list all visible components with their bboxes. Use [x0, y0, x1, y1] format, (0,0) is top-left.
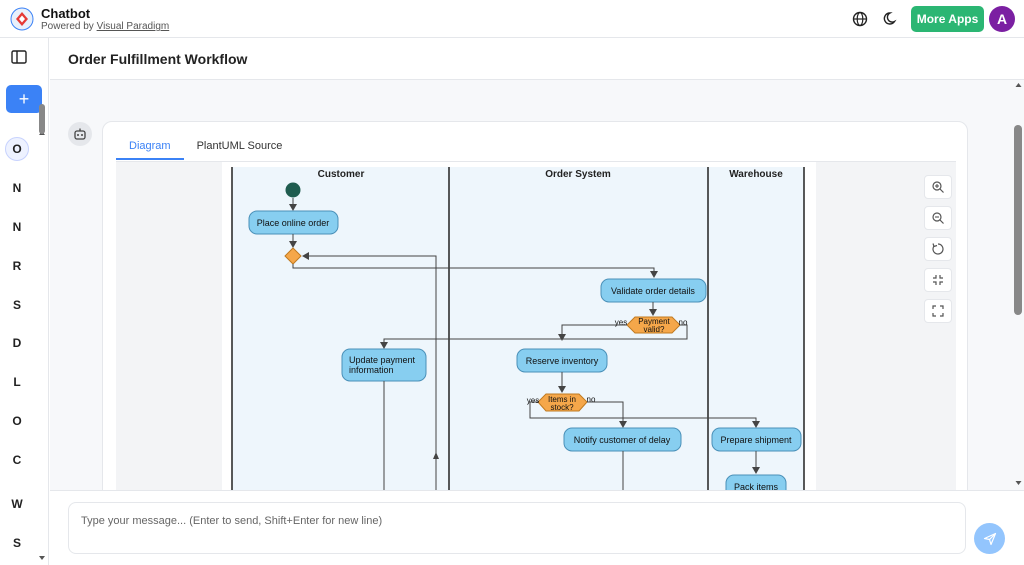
send-icon [983, 532, 996, 545]
activity-reserve-inventory-label: Reserve inventory [526, 356, 599, 366]
chat-history-item[interactable]: C [12, 453, 22, 467]
activity-update-payment-label-1: Update payment [349, 355, 416, 365]
chat-history-item[interactable]: O [12, 414, 22, 428]
chat-history-item[interactable]: W [11, 497, 23, 511]
decision-stock-label-2: stock? [550, 403, 574, 412]
zoom-in-button[interactable] [924, 175, 952, 199]
user-avatar[interactable]: A [989, 6, 1015, 32]
chat-history-item[interactable]: S [12, 298, 21, 312]
decision-payment-label-1: Payment [638, 317, 670, 326]
reset-view-button[interactable] [924, 237, 952, 261]
activity-diagram: Customer Order System Warehouse Place on… [222, 162, 816, 490]
dark-mode-moon-icon[interactable] [882, 10, 900, 28]
activity-place-order-label: Place online order [257, 218, 330, 228]
branch-no-label: no [679, 318, 688, 327]
sidebar-scrollbar[interactable] [37, 127, 47, 565]
globe-icon[interactable] [851, 10, 869, 28]
activity-pack-items [725, 474, 787, 490]
chat-history-item[interactable]: N [12, 181, 22, 195]
message-input[interactable] [68, 502, 966, 554]
more-apps-button[interactable]: More Apps [911, 6, 984, 32]
chat-history-item[interactable]: N [12, 220, 22, 234]
activity-update-payment-label-2: information [349, 365, 394, 375]
app-title: Chatbot [41, 6, 91, 21]
branch-no-label-2: no [587, 395, 596, 404]
start-node [285, 182, 301, 198]
bot-avatar [68, 122, 92, 146]
chatbot-logo-icon [10, 7, 34, 31]
zoom-out-icon [932, 212, 944, 224]
lane-title-customer: Customer [318, 169, 365, 180]
sidebar-scroll-thumb[interactable] [39, 104, 45, 134]
message-composer [50, 490, 1024, 565]
sidebar-toggle-icon[interactable] [11, 50, 27, 64]
robot-icon [74, 128, 86, 140]
chat-messages: Diagram PlantUML Source Custo [50, 80, 1024, 490]
lane-title-order-system: Order System [545, 169, 611, 180]
main-scroll-thumb[interactable] [1014, 125, 1022, 315]
tabs-divider [116, 161, 956, 162]
zoom-in-icon [932, 181, 944, 193]
new-chat-button[interactable]: + [6, 85, 42, 113]
send-button[interactable] [974, 523, 1005, 554]
activity-validate-order-label: Validate order details [611, 286, 695, 296]
chat-history-item[interactable]: O [5, 137, 29, 161]
top-bar: Chatbot Powered by Visual Paradigm More … [0, 0, 1024, 38]
powered-link[interactable]: Visual Paradigm [96, 21, 170, 32]
chat-history-item[interactable]: S [12, 536, 21, 550]
fullscreen-icon [932, 305, 944, 317]
fullscreen-button[interactable] [924, 299, 952, 323]
branch-yes-label-2: yes [527, 396, 539, 405]
reset-icon [932, 243, 944, 255]
activity-pack-items-label: Pack items [734, 482, 779, 490]
chat-history-item[interactable]: R [12, 259, 22, 273]
lane-title-warehouse: Warehouse [729, 169, 783, 180]
bot-message-card: Diagram PlantUML Source Custo [102, 121, 968, 490]
fit-screen-icon [933, 275, 943, 285]
chat-history-item[interactable]: L [13, 375, 21, 389]
chat-history-item[interactable]: D [12, 336, 22, 350]
activity-notify-delay-label: Notify customer of delay [574, 435, 671, 445]
zoom-out-button[interactable] [924, 206, 952, 230]
diagram-tabs: Diagram PlantUML Source [116, 132, 295, 160]
decision-payment-label-2: valid? [644, 325, 665, 334]
main-scrollbar-arrows [1015, 83, 1022, 485]
tab-plantuml-source[interactable]: PlantUML Source [196, 140, 283, 152]
chat-header: Order Fulfillment Workflow [50, 38, 1024, 80]
activity-prepare-shipment-label: Prepare shipment [720, 435, 792, 445]
branch-yes-label: yes [615, 318, 627, 327]
powered-prefix: Powered by [41, 21, 97, 32]
fit-to-screen-button[interactable] [924, 268, 952, 292]
page-title: Order Fulfillment Workflow [68, 51, 248, 67]
powered-by: Powered by Visual Paradigm [41, 21, 169, 32]
decision-stock-label-1: Items in [548, 395, 576, 404]
diagram-viewer[interactable]: Customer Order System Warehouse Place on… [116, 162, 956, 490]
tab-diagram[interactable]: Diagram [116, 132, 184, 160]
